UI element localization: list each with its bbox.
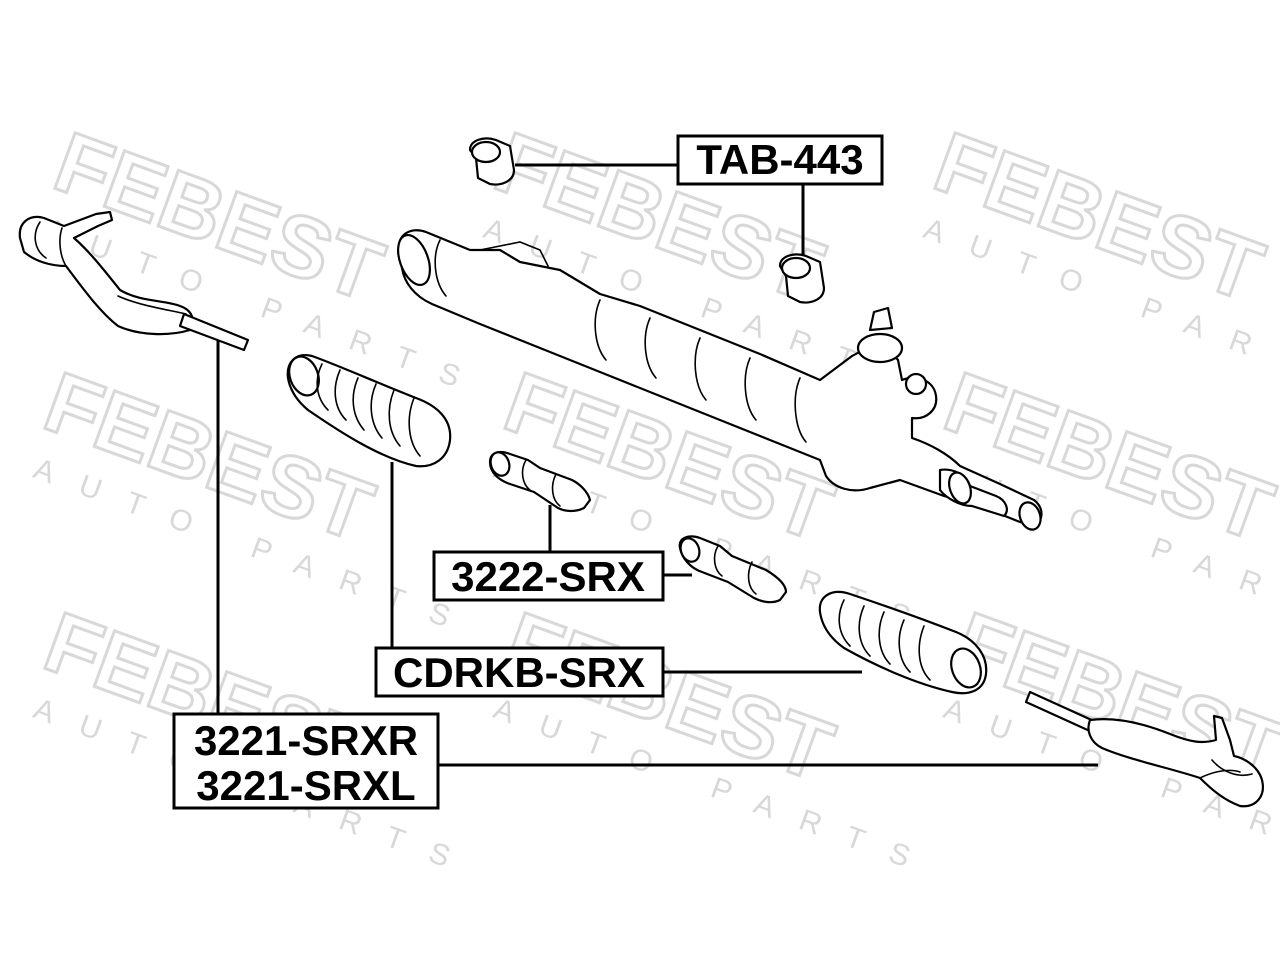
label-3221-srx-box xyxy=(172,712,440,810)
tie-rod-end-left-body xyxy=(18,210,194,336)
steering-rack-housing xyxy=(398,229,1043,528)
label-cdrkb-srx-text: CDRKB-SRX xyxy=(393,649,645,696)
rack-boot-left-rib-5 xyxy=(388,389,401,447)
inner-tie-rod-upper-ring-2 xyxy=(551,473,561,507)
label-3222-srx-text: 3222-SRX xyxy=(451,553,645,600)
steering-rack-pinion-housing xyxy=(856,332,904,364)
label-3222-srx: 3222-SRX xyxy=(432,550,665,602)
tie-rod-end-left-ball xyxy=(34,221,47,259)
steering-rack-band-1 xyxy=(434,239,447,297)
inner-tie-rod-lower xyxy=(678,535,788,604)
steering-rack-band-6 xyxy=(794,377,807,443)
rack-boot-left-shape xyxy=(286,354,452,468)
inner-tie-rod-lower-end xyxy=(679,537,701,563)
steering-rack-band-2 xyxy=(594,299,607,361)
rack-bushing-right xyxy=(778,253,826,304)
rack-boot-right-rib-5 xyxy=(918,625,931,681)
inner-tie-rod-upper xyxy=(488,451,592,513)
steering-rack-band-3 xyxy=(644,317,657,379)
inner-tie-rod-upper-body xyxy=(488,451,592,513)
label-tab-443: TAB-443 xyxy=(676,134,884,186)
label-3221-srx: 3221-SRXR 3221-SRXL xyxy=(172,712,440,810)
steering-rack-assembly xyxy=(397,229,1043,531)
rack-bushing-top-face xyxy=(470,140,502,164)
steering-rack-pinion-input xyxy=(868,306,894,332)
rack-boot-right-collar xyxy=(950,647,982,689)
rack-boot-right-rib-4 xyxy=(898,619,911,673)
inner-tie-rod-lower-body xyxy=(678,535,788,604)
inner-tie-rod-upper-ring xyxy=(521,459,531,491)
leader-lines xyxy=(216,163,1098,767)
inner-tie-rod-upper-end xyxy=(489,451,511,477)
rack-boot-right-rib-3 xyxy=(878,611,891,665)
steering-rack-end-left xyxy=(397,234,431,286)
tie-rod-end-right-body xyxy=(1087,714,1264,808)
label-cdrkb-srx-box xyxy=(374,646,665,698)
rack-bushing-top xyxy=(468,137,516,186)
steering-rack-band-4 xyxy=(694,337,707,401)
tie-rod-end-right-socket xyxy=(1199,769,1241,779)
steering-rack-mount-upper xyxy=(479,241,549,267)
label-tab-443-box xyxy=(676,134,884,186)
rack-boot-left-rib-3 xyxy=(352,377,365,431)
steering-rack-band-5 xyxy=(744,357,757,421)
label-3222-srx-box xyxy=(432,550,665,602)
tie-rod-end-right-ball xyxy=(1211,759,1253,776)
rack-boot-right-shape xyxy=(818,590,988,695)
rack-boot-right-rib-1 xyxy=(838,599,851,647)
label-cdrkb-srx: CDRKB-SRX xyxy=(374,646,665,698)
inner-tie-rod-lower-ring xyxy=(713,545,723,577)
rack-boot-left-rib-6 xyxy=(408,397,421,457)
rack-boot-left-rib-4 xyxy=(370,383,383,439)
tie-rod-end-left-socket xyxy=(59,227,67,267)
steering-rack-port xyxy=(904,372,928,396)
rack-bushing-right-face xyxy=(780,256,812,280)
tie-rod-end-left-thread xyxy=(178,312,250,352)
label-3221-srxr-text: 3221-SRXR xyxy=(194,717,418,764)
tie-rod-end-left xyxy=(18,210,250,352)
rack-boot-left-rib-2 xyxy=(334,369,347,421)
rack-boot-right xyxy=(818,590,988,695)
steering-rack-shaft-collar xyxy=(948,471,972,505)
label-3221-srxl-text: 3221-SRXL xyxy=(196,762,415,809)
steering-rack-shaft-end xyxy=(1018,501,1042,531)
tie-rod-end-right xyxy=(1024,690,1264,808)
rack-boot-left-collar xyxy=(288,355,320,397)
rack-boot-left xyxy=(286,354,452,468)
rack-boot-right-rib-2 xyxy=(858,605,871,657)
rack-boot-left-rib-1 xyxy=(316,363,329,411)
label-tab-443-text: TAB-443 xyxy=(696,136,863,183)
tie-rod-end-left-edge xyxy=(117,295,187,315)
inner-tie-rod-lower-ring-2 xyxy=(747,561,757,595)
